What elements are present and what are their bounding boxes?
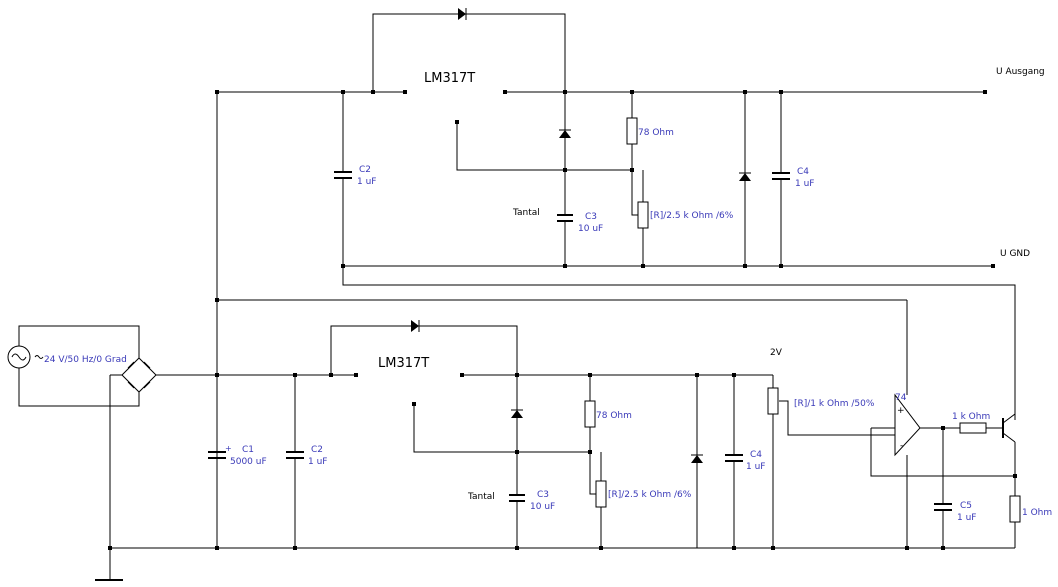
- regulator-top-label: LM317T: [424, 71, 475, 86]
- c3-bottom-name: C3: [537, 490, 549, 500]
- r78-top-label: 78 Ohm: [638, 128, 674, 138]
- resistor-1k: [959, 422, 987, 434]
- c1-value: 5000 uF: [230, 457, 267, 467]
- c2-top-value: 1 uF: [357, 177, 376, 187]
- r-1ohm-label: 1 Ohm: [1022, 508, 1052, 518]
- diode-top-bypass: [458, 8, 466, 20]
- tantal-bottom-label: Tantal: [467, 492, 495, 502]
- two-volt-label: 2V: [770, 348, 783, 358]
- pot-bottom: [595, 480, 607, 508]
- r78-bottom-label: 78 Ohm: [596, 411, 632, 421]
- r-1k-label: 1 k Ohm: [952, 412, 990, 422]
- pot-top: [637, 201, 649, 229]
- regulator-bottom-label: LM317T: [378, 356, 429, 371]
- c4-bottom-value: 1 uF: [746, 462, 765, 472]
- c2-top-name: C2: [359, 165, 371, 175]
- c4-top-name: C4: [797, 167, 809, 177]
- c4-bottom-name: C4: [750, 450, 762, 460]
- c5-name: C5: [960, 501, 972, 511]
- c1-name: C1: [242, 445, 254, 455]
- opamp-number: 74: [895, 393, 907, 403]
- pot-1k: [767, 387, 779, 415]
- bridge-rectifier-icon: [121, 357, 157, 393]
- resistor-bottom-78: [584, 400, 596, 428]
- resistor-1ohm: [1009, 495, 1021, 523]
- resistor-top-78: [626, 117, 638, 145]
- c1-plus: +: [225, 444, 232, 453]
- diode-top-protect: [559, 130, 571, 138]
- opamp-plus: +: [897, 406, 905, 416]
- pot-top-label: [R]/2.5 k Ohm /6%: [650, 211, 734, 221]
- c3-top-name: C3: [585, 212, 597, 222]
- input-section: [7, 92, 908, 581]
- diode-top-output: [739, 173, 751, 181]
- opamp-minus: -: [900, 441, 903, 451]
- pot-1k-label: [R]/1 k Ohm /50%: [794, 399, 875, 409]
- diode-bottom-protect: [511, 410, 523, 418]
- diode-bottom-bypass: [411, 320, 419, 332]
- c2-bottom-value: 1 uF: [308, 457, 327, 467]
- u-ausgang-label: U Ausgang: [996, 67, 1045, 77]
- c4-top-value: 1 uF: [795, 179, 814, 189]
- top-regulator-circuit: [215, 8, 1016, 420]
- c3-bottom-value: 10 uF: [530, 502, 555, 512]
- bottom-regulator-circuit: [108, 320, 1021, 550]
- tantal-top-label: Tantal: [512, 208, 540, 218]
- c3-top-value: 10 uF: [578, 224, 603, 234]
- c5-value: 1 uF: [957, 513, 976, 523]
- c2-bottom-name: C2: [311, 445, 323, 455]
- source-label: 24 V/50 Hz/0 Grad: [44, 355, 127, 365]
- pot-bottom-label: [R]/2.5 k Ohm /6%: [608, 490, 692, 500]
- opamp-icon: [894, 393, 921, 457]
- diode-bottom-output: [691, 455, 703, 463]
- u-gnd-label: U GND: [1000, 249, 1030, 259]
